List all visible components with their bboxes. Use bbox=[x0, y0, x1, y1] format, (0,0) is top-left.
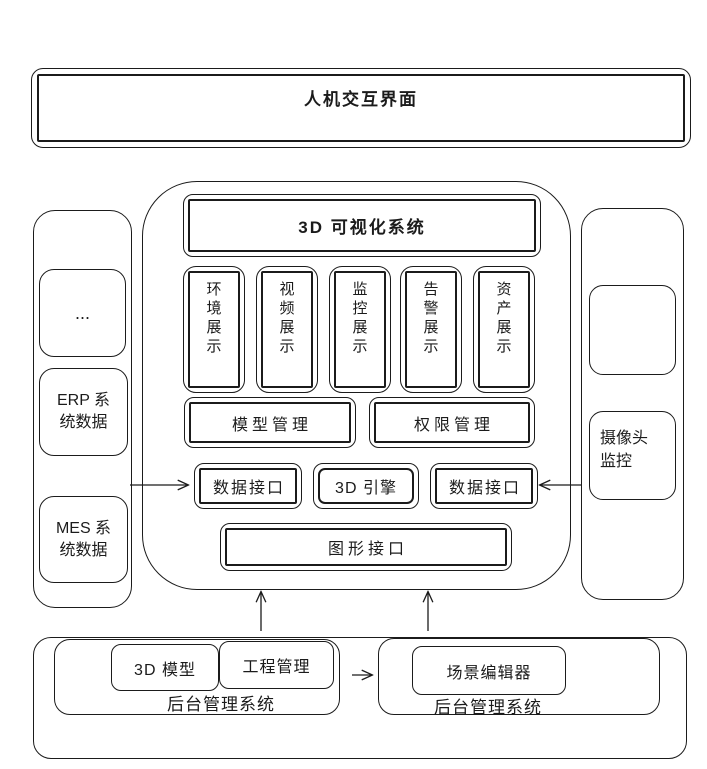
erp-data-label: ERP 系 统数据 bbox=[57, 390, 110, 434]
display-module-alarm-box: 告警展示 bbox=[400, 266, 462, 393]
camera-empty-box bbox=[589, 285, 676, 375]
display-module-video-label: 视频展示 bbox=[279, 281, 295, 355]
camera-panel: 摄像头 监控 bbox=[581, 208, 684, 600]
erp-line1: ERP 系 bbox=[56, 392, 111, 409]
display-module-alarm-label: 告警展示 bbox=[423, 281, 439, 355]
model-3d-label: 3D 模型 bbox=[134, 661, 196, 679]
backend-group-1: 3D 模型 工程管理 后台管理系统 bbox=[54, 639, 340, 715]
camera-line1: 摄像头 bbox=[600, 430, 649, 447]
erp-data-box: ERP 系 统数据 bbox=[39, 368, 128, 456]
backend-group-2: 场景编辑器 后台管理系统 bbox=[378, 638, 660, 717]
project-management-box: 工程管理 bbox=[219, 641, 334, 689]
model-3d-box: 3D 模型 bbox=[111, 644, 219, 691]
camera-monitor-box: 摄像头 监控 bbox=[589, 411, 676, 500]
more-data-box: ... bbox=[39, 269, 126, 357]
engine-3d-box: 3D 引擎 bbox=[313, 463, 419, 509]
display-module-monitor-label: 监控展示 bbox=[352, 281, 368, 355]
mes-data-box: MES 系 统数据 bbox=[39, 496, 128, 583]
mes-line1: MES 系 bbox=[55, 519, 112, 537]
camera-monitor-label: 摄像头 监控 bbox=[600, 427, 648, 473]
visualization-panel: 3D 可视化系统 环境展示 视频展示 监控展示 告警展示 资产展示 bbox=[142, 181, 571, 590]
external-data-panel: ... ERP 系 统数据 MES 系 统数据 bbox=[33, 210, 132, 608]
backend-panel: 3D 模型 工程管理 后台管理系统 场景编辑器 后台管理系统 bbox=[33, 637, 687, 759]
data-interface-right-label: 数据接口 bbox=[448, 480, 521, 497]
graphics-interface-box: 图形接口 bbox=[220, 523, 512, 571]
hmi-title: 人机交互界面 bbox=[304, 90, 418, 109]
permission-management-box: 权限管理 bbox=[369, 397, 535, 448]
erp-line2: 统数据 bbox=[59, 414, 108, 431]
viz-title: 3D 可视化系统 bbox=[298, 218, 426, 237]
scene-editor-box: 场景编辑器 bbox=[412, 646, 566, 695]
mes-line2: 统数据 bbox=[59, 541, 108, 559]
engine-3d-label: 3D 引擎 bbox=[335, 480, 397, 497]
display-module-asset-box: 资产展示 bbox=[473, 266, 535, 393]
model-management-label: 模型管理 bbox=[231, 416, 312, 434]
graphics-interface-label: 图形接口 bbox=[327, 541, 408, 558]
scene-editor-label: 场景编辑器 bbox=[446, 664, 532, 682]
display-module-monitor-box: 监控展示 bbox=[329, 266, 391, 393]
backend-group-2-label: 后台管理系统 bbox=[434, 698, 542, 717]
viz-title-box: 3D 可视化系统 bbox=[183, 194, 541, 257]
display-module-env-box: 环境展示 bbox=[183, 266, 245, 393]
data-interface-right-box: 数据接口 bbox=[430, 463, 538, 509]
display-module-asset-label: 资产展示 bbox=[496, 281, 512, 355]
hmi-title-box: 人机交互界面 bbox=[31, 68, 691, 148]
display-module-env-label: 环境展示 bbox=[206, 281, 222, 355]
project-management-label: 工程管理 bbox=[242, 659, 311, 676]
display-module-video-box: 视频展示 bbox=[256, 266, 318, 393]
mes-data-label: MES 系 统数据 bbox=[56, 518, 111, 562]
more-data-label: ... bbox=[74, 303, 90, 323]
data-interface-left-label: 数据接口 bbox=[212, 480, 285, 497]
backend-group-1-label: 后台管理系统 bbox=[167, 695, 275, 714]
permission-management-label: 权限管理 bbox=[413, 416, 494, 434]
model-management-box: 模型管理 bbox=[184, 397, 356, 448]
data-interface-left-box: 数据接口 bbox=[194, 463, 302, 509]
camera-line2: 监控 bbox=[600, 453, 633, 470]
